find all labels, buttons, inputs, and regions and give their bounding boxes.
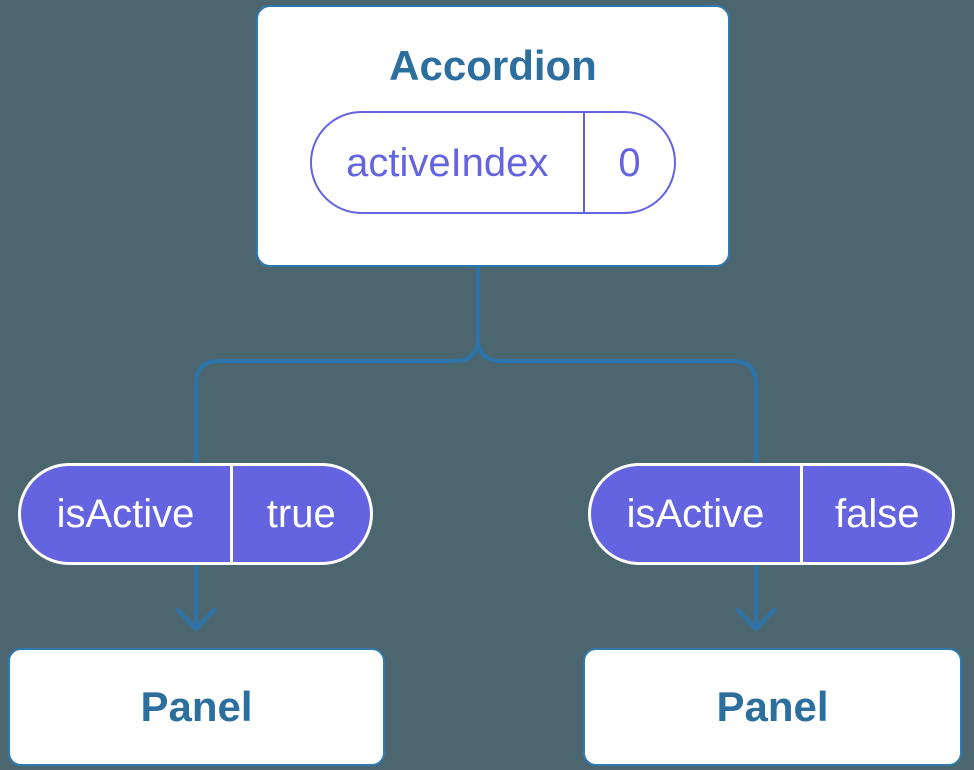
state-pill-label: isActive [626, 492, 765, 536]
tree-connector-right-branch [476, 263, 758, 466]
accordion-title: Accordion [389, 42, 597, 89]
state-pill-divider [582, 113, 585, 213]
state-pill-isactive-false: isActive false [588, 463, 955, 565]
arrow-down-icon [736, 565, 776, 631]
state-pill-value: 0 [618, 140, 641, 185]
panel-card-right: Panel [583, 648, 962, 766]
accordion-card: Accordion activeIndex 0 [256, 5, 730, 267]
state-pill-divider [230, 466, 233, 562]
state-pill-value: false [835, 492, 920, 536]
panel-title: Panel [716, 683, 829, 730]
panel-title: Panel [140, 683, 253, 730]
state-pill-activeindex: activeIndex 0 [310, 111, 676, 215]
panel-card-left: Panel [8, 648, 385, 766]
state-pill-value: true [266, 492, 336, 536]
state-pill-label: activeIndex [346, 140, 549, 185]
state-pill-divider [800, 466, 803, 562]
tree-connector-left-branch [194, 263, 480, 466]
arrow-down-icon [176, 565, 216, 631]
state-pill-label: isActive [56, 492, 195, 536]
state-pill-isactive-true: isActive true [18, 463, 373, 565]
